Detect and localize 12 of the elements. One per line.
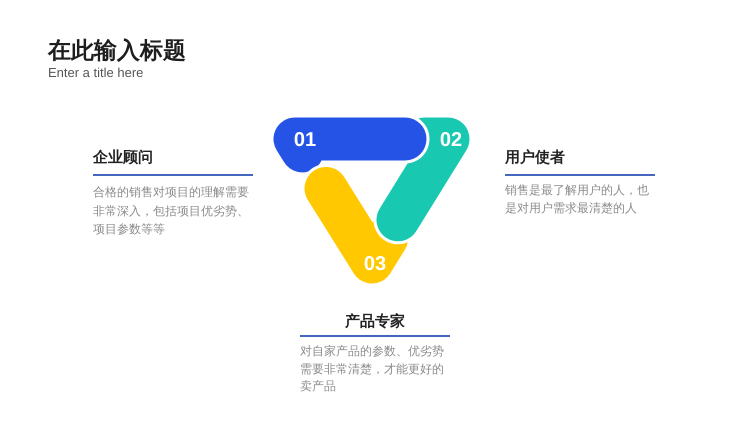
section-heading: 产品专家 [345,312,405,332]
step-number: 03 [364,253,386,275]
section-heading: 企业顾问 [93,148,153,168]
band-shape [303,166,410,285]
description-text: 销售是最了解用户的人，也是对用户需求最清楚的人 [505,182,650,217]
subtitle: Enter a title here [48,65,144,81]
title: 在此输入标题 [48,36,186,64]
description-text: 合格的销售对项目的理解需要非常深入，包括项目优劣势、项目参数等等 [93,184,250,238]
step-number: 01 [294,129,316,151]
section-heading: 用户使者 [505,148,565,168]
description-text: 对自家产品的参数、优劣势需要非常清楚，才能更好的卖产品 [300,343,445,395]
step-number: 02 [440,129,462,151]
